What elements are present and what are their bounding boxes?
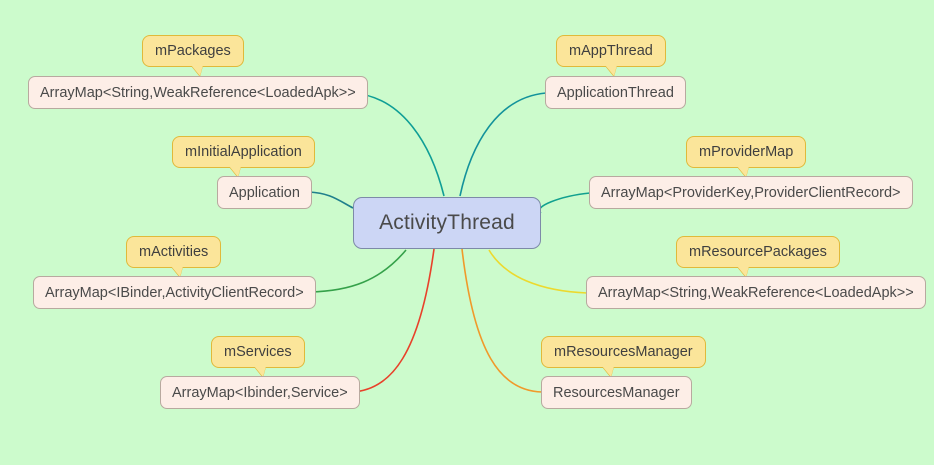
edge-m-services [351, 248, 435, 393]
root-node-activity-thread[interactable]: ActivityThread [353, 197, 541, 249]
leaf-label-m-packages: ArrayMap<String,WeakReference<LoadedApk>… [40, 84, 356, 101]
edge-m-resources-manager [461, 248, 543, 393]
callout-m-initial-application[interactable]: mInitialApplication [172, 136, 315, 177]
callout-m-resources-manager[interactable]: mResourcesManager [541, 336, 706, 377]
leaf-label-m-services: ArrayMap<Ibinder,Service> [172, 384, 348, 401]
leaf-node-m-app-thread[interactable]: ApplicationThread [545, 76, 686, 109]
leaf-label-m-activities: ArrayMap<IBinder,ActivityClientRecord> [45, 284, 304, 301]
callout-m-activities[interactable]: mActivities [126, 236, 222, 277]
callout-tail-icon [171, 266, 183, 277]
callout-label-m-app-thread: mAppThread [569, 43, 653, 59]
callout-m-app-thread[interactable]: mAppThread [556, 35, 666, 76]
callout-label-m-activities: mActivities [139, 244, 209, 260]
leaf-node-m-provider-map[interactable]: ArrayMap<ProviderKey,ProviderClientRecor… [589, 176, 913, 209]
callout-m-packages[interactable]: mPackages [142, 35, 244, 76]
root-node-label: ActivityThread [379, 211, 515, 234]
edge-m-provider-map [538, 192, 591, 214]
leaf-node-m-resources-manager[interactable]: ResourcesManager [541, 376, 692, 409]
callout-label-m-services: mServices [224, 344, 292, 360]
callout-tail-icon [254, 366, 266, 377]
leaf-label-m-resource-packages: ArrayMap<String,WeakReference<LoadedApk>… [598, 284, 914, 301]
leaf-label-m-app-thread: ApplicationThread [557, 84, 674, 101]
edge-m-initial-application [308, 191, 354, 209]
leaf-node-m-activities[interactable]: ArrayMap<IBinder,ActivityClientRecord> [33, 276, 316, 309]
leaf-label-m-resources-manager: ResourcesManager [553, 384, 680, 401]
leaf-node-m-services[interactable]: ArrayMap<Ibinder,Service> [160, 376, 360, 409]
callout-tail-icon [191, 65, 203, 76]
callout-label-m-provider-map: mProviderMap [699, 144, 794, 160]
edge-m-packages [351, 92, 445, 197]
callout-label-m-initial-application: mInitialApplication [185, 144, 302, 160]
leaf-node-m-initial-application[interactable]: Application [217, 176, 312, 209]
edge-m-activities [309, 249, 407, 293]
edge-m-resource-packages [488, 249, 588, 294]
leaf-node-m-packages[interactable]: ArrayMap<String,WeakReference<LoadedApk>… [28, 76, 368, 109]
callout-label-m-resource-packages: mResourcePackages [689, 244, 827, 260]
leaf-label-m-provider-map: ArrayMap<ProviderKey,ProviderClientRecor… [601, 184, 901, 201]
callout-tail-icon [602, 366, 614, 377]
callout-tail-icon [737, 266, 749, 277]
callout-m-provider-map[interactable]: mProviderMap [686, 136, 807, 177]
callout-tail-icon [229, 166, 241, 177]
callout-tail-icon [605, 65, 617, 76]
leaf-node-m-resource-packages[interactable]: ArrayMap<String,WeakReference<LoadedApk>… [586, 276, 926, 309]
callout-tail-icon [737, 166, 749, 177]
callout-label-m-packages: mPackages [155, 43, 231, 59]
callout-m-resource-packages[interactable]: mResourcePackages [676, 236, 840, 277]
callout-m-services[interactable]: mServices [211, 336, 305, 377]
callout-label-m-resources-manager: mResourcesManager [554, 344, 693, 360]
edge-m-app-thread [459, 92, 547, 197]
leaf-label-m-initial-application: Application [229, 184, 300, 201]
